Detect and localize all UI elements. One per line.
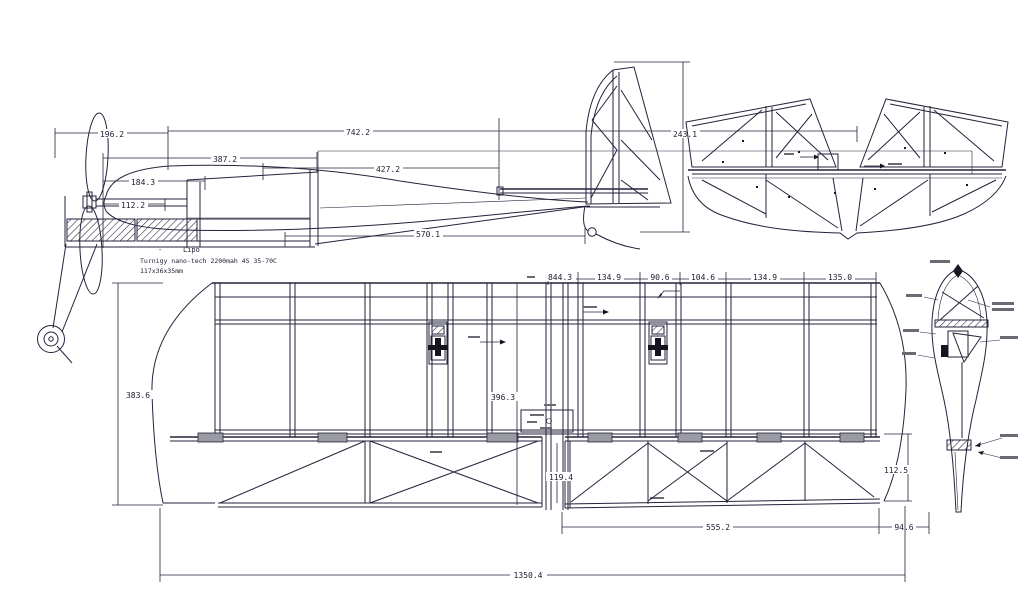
- trailing-edge-truss-left: [197, 432, 543, 508]
- elevator-joiner: [817, 153, 839, 171]
- dim-112-5: 112.5: [884, 466, 908, 475]
- dim-90-6: 90.6: [650, 273, 669, 282]
- rib-callouts: [902, 260, 1018, 459]
- propeller: [79, 112, 109, 295]
- dim-555-2: 555.2: [706, 523, 730, 532]
- dim-196-2: 196.2: [100, 130, 124, 139]
- dim-243-1: 243.1: [673, 130, 697, 139]
- stabilizer-plan-view: [685, 98, 1009, 240]
- battery-note-name: Lipo: [183, 246, 200, 254]
- wing-dimensions: 844.3 134.9 90.6 104.6 134.9 135.0 383.6…: [112, 272, 930, 582]
- dim-844-3: 844.3: [548, 273, 572, 282]
- landing-gear: [37, 243, 98, 364]
- side-view-dimensions: 196.2 742.2 387.2 427.2 184.3 112.2 570.…: [54, 61, 858, 248]
- hinge-hatch: [946, 439, 972, 451]
- dim-112-2: 112.2: [121, 201, 145, 210]
- battery-hatch: [66, 218, 311, 242]
- stab-callout-arrows: [784, 153, 902, 169]
- battery-note-bullet: -: [158, 246, 162, 254]
- rib-profile-view: [902, 260, 1018, 513]
- dim-104-6: 104.6: [691, 273, 715, 282]
- tail-fin: [585, 66, 672, 208]
- wing-center-detail: [520, 404, 574, 433]
- dim-387-2: 387.2: [213, 155, 237, 164]
- dim-94-6: 94.6: [894, 523, 913, 532]
- dim-135-0: 135.0: [828, 273, 852, 282]
- right-elevator: [859, 98, 1009, 168]
- dim-570-1: 570.1: [416, 230, 440, 239]
- wing-callout-arrows: [430, 276, 714, 499]
- trailing-edge-truss-right: [564, 432, 881, 509]
- dim-742-2: 742.2: [346, 128, 370, 137]
- battery-note: - Lipo Turnigy nano-tech 2200mah 4S 35-7…: [140, 246, 277, 275]
- dim-1350-4: 1350.4: [514, 571, 543, 580]
- stab-detail-dots: [722, 140, 968, 198]
- leading-edge-dowel: [953, 264, 963, 278]
- battery-note-size: 117x36x35mm: [140, 267, 183, 275]
- dim-396-3: 396.3: [491, 393, 515, 402]
- stabilizer-body: [687, 174, 1007, 240]
- stabilizer-seat: [496, 186, 648, 196]
- fuselage-side-view: 196.2 742.2 387.2 427.2 184.3 112.2 570.…: [37, 61, 973, 364]
- wing-plan-view: 844.3 134.9 90.6 104.6 134.9 135.0 383.6…: [112, 272, 930, 582]
- dim-383-6: 383.6: [126, 391, 150, 400]
- dim-184-3: 184.3: [131, 178, 155, 187]
- tail-wheel: [583, 205, 641, 250]
- battery-note-spec: Turnigy nano-tech 2200mah 4S 35-70C: [140, 257, 277, 265]
- aileron-servo-right: [648, 321, 668, 365]
- dim-134-9-a: 134.9: [597, 273, 621, 282]
- dim-119-4: 119.4: [549, 473, 573, 482]
- aileron-servo-left: [428, 321, 448, 365]
- elevator-pushrod: [319, 197, 587, 209]
- dim-427-2: 427.2: [376, 165, 400, 174]
- left-wingtip: [151, 282, 213, 504]
- wing-ribs: [214, 283, 877, 510]
- main-wheel: [37, 325, 65, 353]
- wing-outline: [151, 282, 907, 504]
- dim-134-9-b: 134.9: [753, 273, 777, 282]
- spinner-hub: [82, 195, 97, 209]
- left-elevator: [685, 98, 837, 168]
- spar-hatch: [934, 319, 989, 328]
